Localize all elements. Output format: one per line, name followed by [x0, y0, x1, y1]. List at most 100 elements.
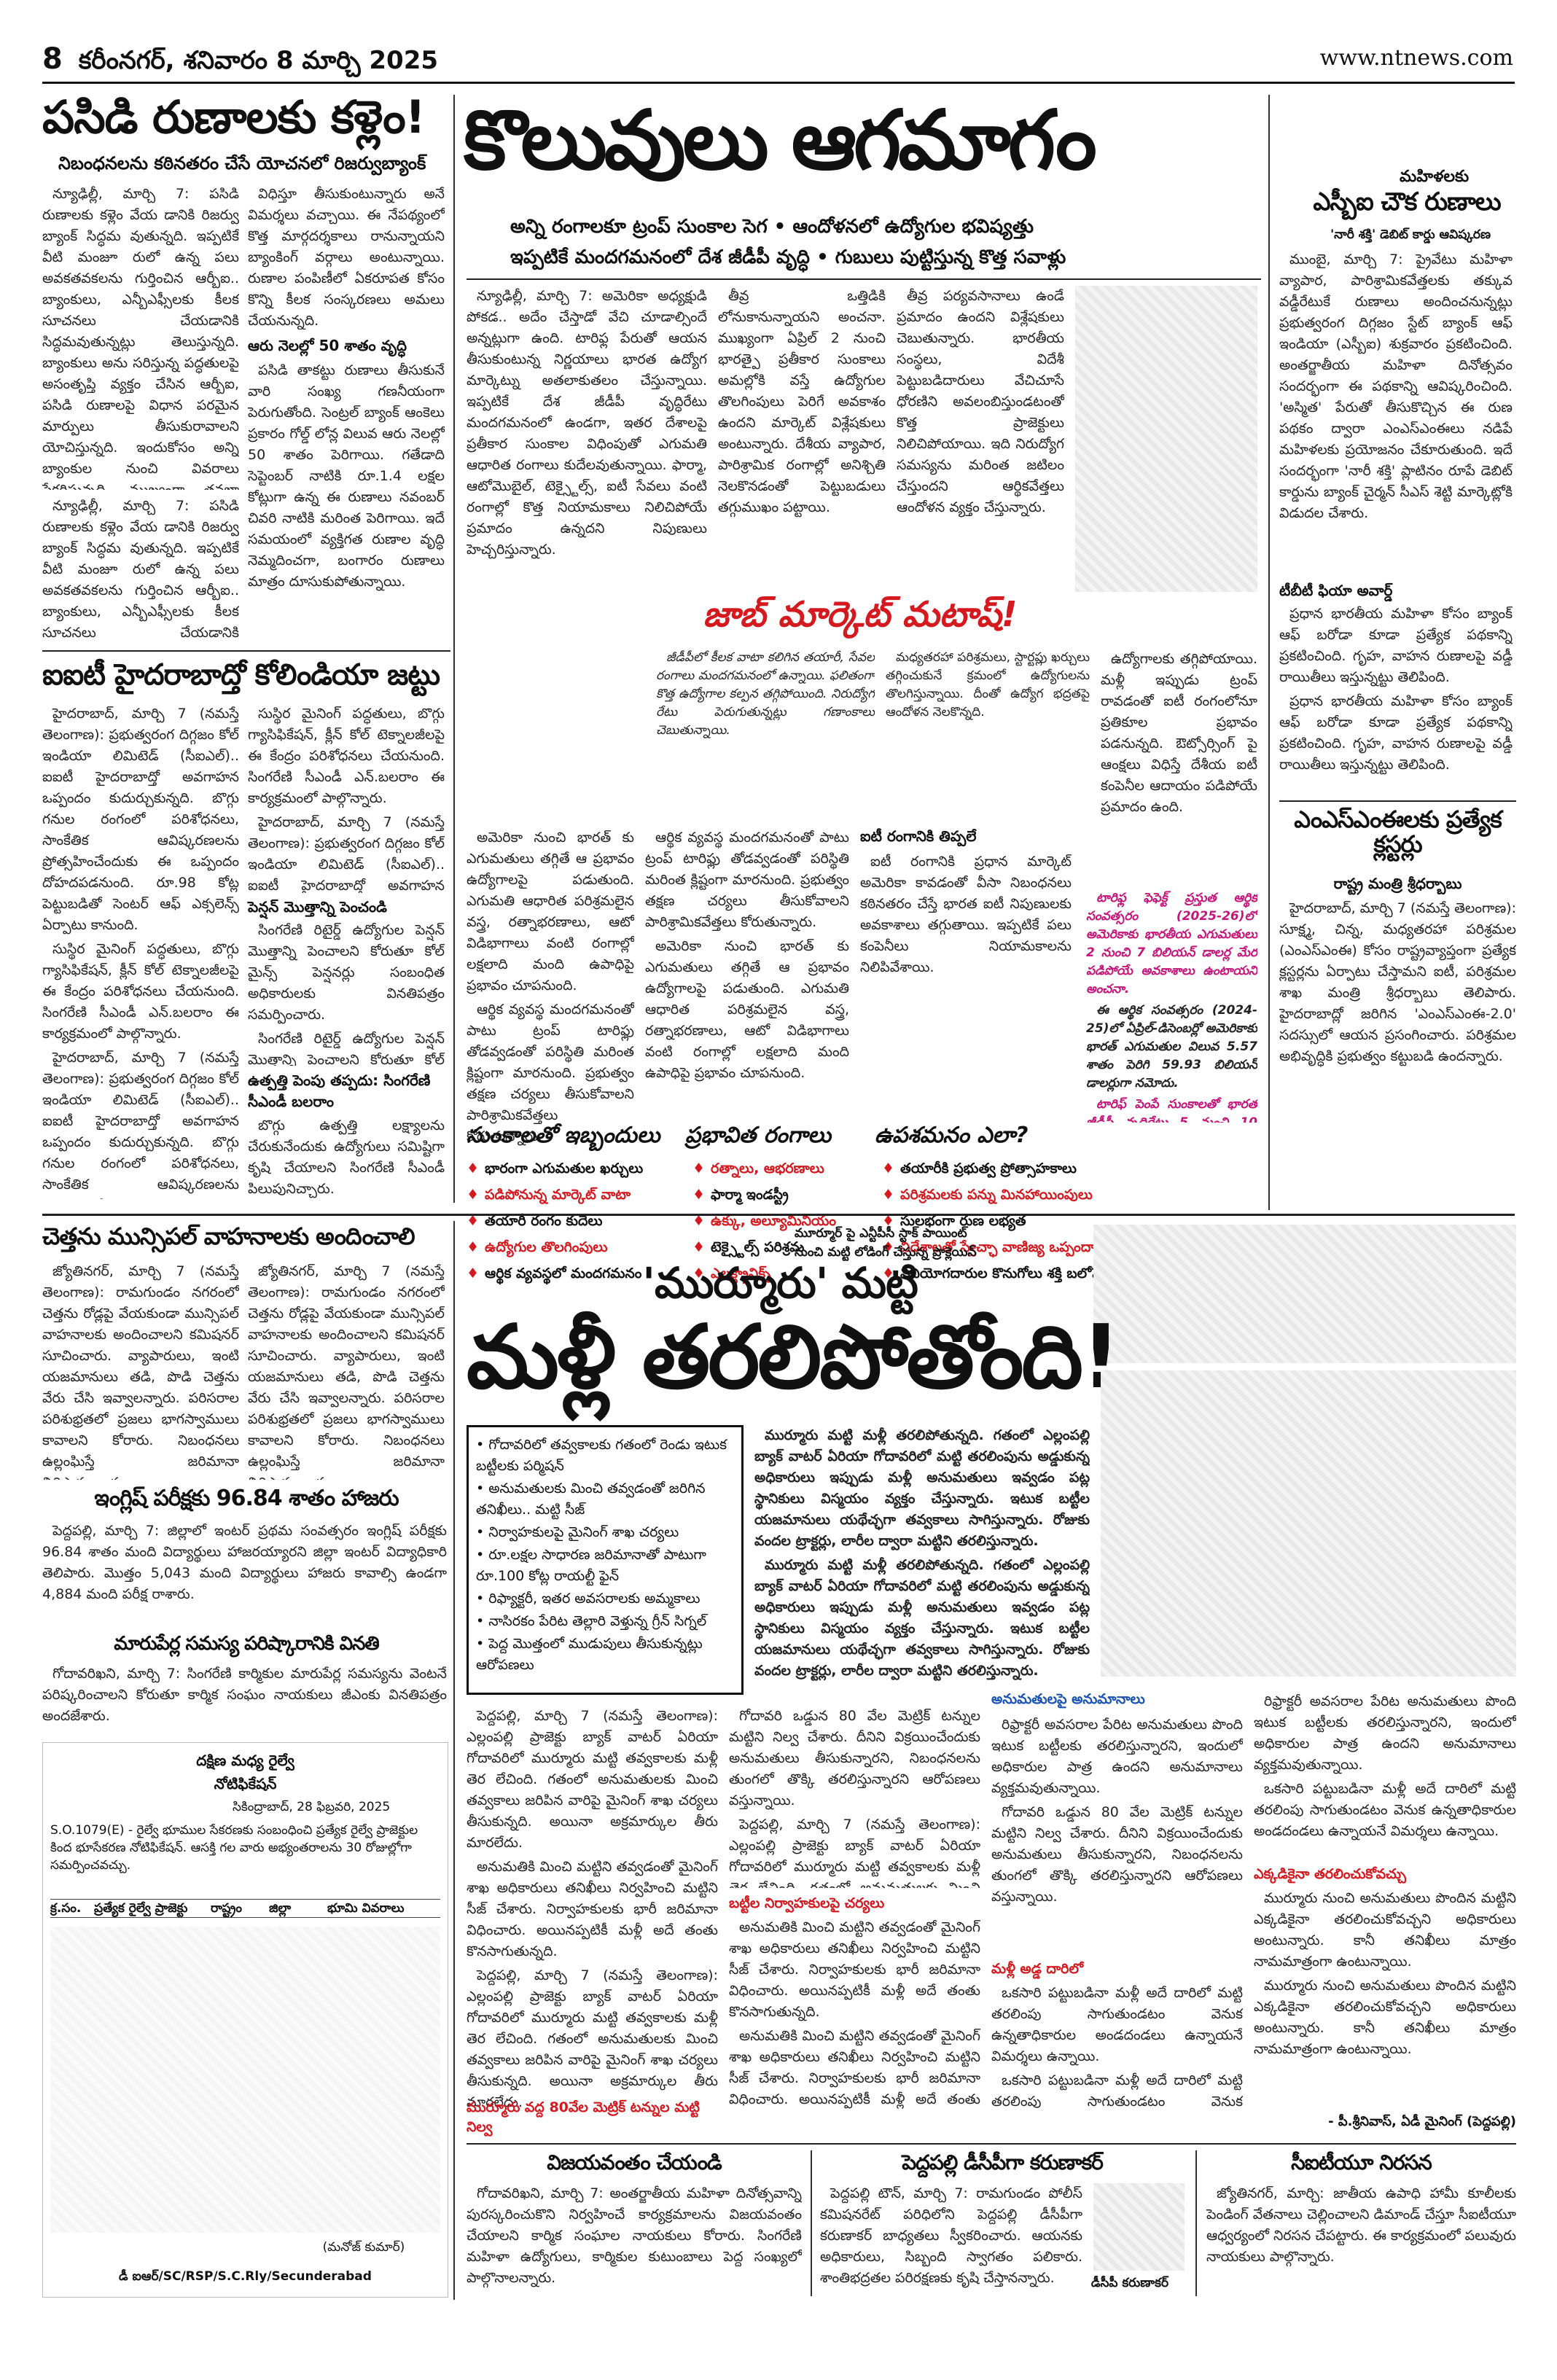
brief-2-headline: పెద్దపల్లి డీసీపీగా కరుణాకర్ [902, 2150, 1104, 2174]
section-rule-main [42, 1214, 1515, 1216]
table-head-sectors: ప్రభావిత రంగాలు [685, 1123, 831, 1148]
murram-bullet-box: • గోదావరిలో తవ్వకాలకు గతంలో రెండు ఇటుక బ… [467, 1425, 744, 1695]
lead-deck-2: ఇప్పటికే మందగమనంలో దేశ జీడీపీ వృద్ధి • గ… [510, 246, 1066, 268]
iit-body-col1: హైదరాబాద్, మార్చి 7 (నమస్తే తెలంగాణ): ప్… [42, 706, 239, 1199]
murram-subhead-d: మళ్లీ అడ్డ దారిలో [991, 1961, 1083, 1977]
table-cell: ♦తయారీ రంగం కుదేలు [467, 1213, 603, 1229]
column-divider [1195, 2150, 1197, 2296]
job-box-col2: మధ్యతరహా పరిశ్రమలు, స్టార్టప్లు ఖర్చులు … [886, 650, 1090, 719]
notice-signature: (మనోజ్ కుమార్) [322, 2240, 405, 2255]
murram-body-col2b: అనుమతికి మించి మట్టిని తవ్వడంతో మైనింగ్ … [729, 1919, 980, 2114]
lead-body-col1: న్యూఢిల్లీ, మార్చి 7: అమెరికా అధ్యక్షుడి… [467, 288, 707, 558]
column-divider [811, 2150, 812, 2296]
brief-2-body: పెద్దపల్లి టౌన్, మార్చి 7: రామగుండం పోలీ… [820, 2185, 1082, 2286]
page-folio: 8 కరీంనగర్, శనివారం 8 మార్చి 2025 [42, 42, 438, 81]
table-head-relief: ఉపశమనం ఎలా? [875, 1123, 1029, 1148]
table-cell: ♦ఉద్యోగుల తొలగింపులు [467, 1239, 608, 1255]
murram-photo-caption-1: మూర్మూర్ పై ఎన్టీపీసీ స్టాక్ పాయింట్ [795, 1226, 967, 1241]
lead-body-col4: ఉద్యోగాలకు తగ్గిపోయాయి. మళ్లీ ఇప్పుడు ట్… [1101, 651, 1257, 815]
murram-body-col4b: ముర్మూరు నుంచి అనుమతులు పొందిన మట్టిని ఎ… [1254, 1890, 1516, 2057]
lead-body-col6: ఆర్థిక వ్యవస్థ మందగమనంతో పాటు ట్రంప్ టార… [645, 830, 849, 1081]
table-cell: ♦భారంగా ఎగుమతుల ఖర్చులు [467, 1160, 644, 1177]
table-cell: ♦తయారీకి ప్రభుత్వ ప్రోత్సాహకాలు [882, 1160, 1077, 1177]
murram-bullet: • నిర్వాహకులపై మైనింగ్ శాఖ చర్యలు [476, 1524, 679, 1540]
lead-body-col3: తీవ్ర పర్యవసానాలు ఉండే ప్రమాదం ఉందని విశ… [897, 288, 1064, 515]
table-head-problems: సుంకాలతో ఇబ్బందులు [467, 1123, 660, 1148]
murram-intro: ముర్మూరు మట్టి మళ్లీ తరలిపోతున్నది. గతంల… [754, 1427, 1090, 1679]
brief-3-body: జ్యోతినగర్, మార్చి: జాతీయ ఉపాధి హామీ కూల… [1206, 2185, 1516, 2265]
table-cell: ♦ఆర్థిక వ్యవస్థలో మందగమనం [467, 1265, 642, 1281]
murram-body-col3: రిఫ్రాక్టరీ అవసరాల పేరిట అనుమతులు పొంది … [991, 1717, 1243, 1905]
gold-subhead-2: ఆరు నెలల్లో 50 శాతం వృద్ధి [248, 337, 407, 354]
brief-1-headline: విజయవంతం చేయండి [547, 2150, 722, 2174]
dcp-photo-caption: డీసీపీ కరుణాకర్ [1090, 2276, 1169, 2290]
gold-body-col1: న్యూఢిల్లీ, మార్చి 7: పసిడి రుణాలకు కళ్ల… [42, 186, 239, 490]
dcp-photo [1093, 2183, 1185, 2271]
iit-headline: ఐఐటీ హైదరాబాద్తో కోలిండియా జట్టు [42, 658, 440, 692]
women-kicker: మహిళలకు [1400, 168, 1470, 186]
table-cell: ♦సులభంగా రుణ లభ్యత [882, 1213, 1026, 1229]
table-cell: ♦వినియోగదారుల కొనుగోలు శక్తి బలోపేతం [882, 1265, 1120, 1281]
section-rule [467, 2143, 1516, 2145]
murram-photo-2 [1101, 1370, 1516, 1677]
job-box-col1: జీడీపీలో కీలక వాటా కలిగిన తయారీ, సేవల రం… [656, 650, 875, 738]
notice-footer: డీ ఐఆర్/SC/RSP/S.C.Rly/Secunderabad [119, 2269, 372, 2284]
iit-subhead: పెన్షన్ మొత్తాన్ని పెంచండి [248, 898, 387, 916]
table-cell: ♦ఎలక్ట్రానిక్స్ [692, 1265, 771, 1281]
murram-body-col3b: ఒకసారి పట్టుబడినా మళ్లీ అదే దారిలో మట్టి… [991, 1985, 1243, 2110]
msme-headline: ఎంఎస్ఎంఈలకు ప్రత్యేక క్లస్టర్లు [1294, 805, 1502, 858]
column-divider [453, 1221, 455, 2300]
brief-3-headline: సీఐటీయూ నిరసన [1291, 2150, 1432, 2174]
municipal-body-col2: జ్యోతినగర్, మార్చి 7 (నమస్తే తెలంగాణ): ర… [248, 1263, 445, 1480]
table-cell: ♦రత్నాలు, ఆభరణాలు [692, 1160, 824, 1177]
gold-headline: పసిడి రుణాలకు కళ్లెం! [42, 90, 426, 144]
table-cell: ♦ఫార్మా ఇండస్ట్రీ [692, 1187, 789, 1203]
dateline: కరీంనగర్, శనివారం 8 మార్చి 2025 [78, 46, 439, 75]
murram-subhead-c: అనుమతులపై అనుమానాలు [991, 1691, 1145, 1707]
column-divider [453, 95, 455, 1203]
murram-bullet: • నాసిరకం పేరిట తెల్లారి వెళ్తున్న గ్రీన… [476, 1613, 707, 1629]
nickname-headline: మారుపేర్ల సమస్య పరిష్కారానికి వినతి [114, 1633, 380, 1655]
lead-deck-1: అన్ని రంగాలకూ ట్రంప్ సుంకాల సెగ • ఆందోళన… [510, 216, 1034, 238]
women-body-2: ప్రధాన భారతీయ మహిళా కోసం బ్యాంక్ ఆఫ్ బరో… [1279, 606, 1513, 773]
murram-body-col1: పెద్దపల్లి, మార్చి 7 (నమస్తే తెలంగాణ): ఎ… [467, 1708, 718, 2110]
murram-headline-1: 'ముర్మూరు' మట్టి [642, 1258, 918, 1308]
women-body: ముంబై, మార్చి 7: ప్రైవేటు మహిళా వ్యాపార,… [1279, 251, 1513, 521]
site-url[interactable]: www.ntnews.com [1319, 45, 1513, 71]
brief-1-body: గోదావరిఖని, మార్చి 7: అంతర్జాతీయ మహిళా ద… [467, 2185, 802, 2286]
msme-subheadline: రాష్ట్ర మంత్రి శ్రీధర్బాబు [1333, 875, 1462, 892]
table-col-problems: ♦భారంగా ఎగుమతుల ఖర్చులు ♦పడిపోనున్న మార్… [467, 1155, 685, 1287]
lead-bullet-2: ఈ ఆర్థిక సంవత్సరం (2024-25)లో ఏప్రిల్-డి… [1086, 1003, 1257, 1090]
gold-body-col2: విధిస్తూ తీసుకుంటున్నారు అనే విమర్శలు వచ… [248, 186, 445, 329]
msme-body: హైదరాబాద్, మార్చి 7 (నమస్తే తెలంగాణ): సూ… [1279, 900, 1516, 1064]
gold-body-col3: పసిడి తాకట్టు రుణాలు తీసుకునే వారి సంఖ్య… [248, 362, 445, 590]
municipal-body-col1: జ్యోతినగర్, మార్చి 7 (నమస్తే తెలంగాణ): ర… [42, 1263, 239, 1480]
women-subheadline: 'నారీ శక్తి' డెబిట్ కార్డు ఆవిష్కరణ [1330, 227, 1491, 242]
notice-date: సికింద్రాబాద్, 28 ఫిబ్రవరి, 2025 [233, 1800, 391, 1814]
table-col-relief: ♦తయారీకి ప్రభుత్వ ప్రోత్సాహకాలు ♦పరిశ్రమ… [882, 1155, 1261, 1287]
women-subhead-2: టీబీటీ ఫియా అవార్డ్ [1279, 582, 1393, 599]
murram-subhead-a: బట్టీల నిర్వాహకులపై చర్యలు [729, 1895, 885, 1911]
murram-subhead-b: ముర్మూరు వద్ద 80వేల మెట్రిక్ టన్నుల మట్ట… [467, 2099, 700, 2135]
murram-photo [1093, 1225, 1516, 1363]
table-cell: ♦టెక్స్టైల్స్ పరిశ్రమ [692, 1239, 805, 1255]
lead-body-col7: ఐటీ రంగానికి ప్రధాన మార్కెట్ అమెరికా కావ… [860, 854, 1072, 975]
iit-subhead-2: ఉత్పత్తి పెంపు తప్పదు: సింగరేణి సీఎండీ బ… [248, 1072, 431, 1110]
notice-org: దక్షిణ మధ్య రైల్వే [196, 1752, 294, 1769]
section-rule [42, 650, 450, 652]
nickname-body: గోదావరిఖని, మార్చి 7: సింగరేణి కార్మికుల… [42, 1666, 447, 1724]
table-cell: ♦పరిశ్రమలకు పన్ను మినహాయింపులు [882, 1187, 1093, 1203]
table-col-sectors: ♦రత్నాలు, ఆభరణాలు ♦ఫార్మా ఇండస్ట్రీ ♦ఉక్… [692, 1155, 875, 1287]
table-cell: ♦ఉక్కు, అల్యూమినియం [692, 1213, 836, 1229]
murram-body-col4: రిఫ్రాక్టరీ అవసరాల పేరిట అనుమతులు పొంది … [1254, 1693, 1516, 1839]
lead-body-col5: అమెరికా నుంచి భారత్ కు ఎగుమతులు తగ్గితే … [467, 830, 634, 1144]
section-rule [1279, 800, 1516, 802]
notice-table-body [50, 1927, 440, 2233]
lead-body-col2: తీవ్ర ఒత్తిడికి లోనుకానున్నాయని అంచనా. మ… [718, 288, 886, 515]
iit-body-col3: సింగరేణి రిటైర్డ్ ఉద్యోగుల పెన్షన్ మొత్త… [248, 922, 445, 1066]
lead-bullets: టారిఫ్ల ఫెఫెక్ట్ ప్రస్తుత ఆర్థిక సంవత్సర… [1086, 889, 1257, 1123]
notice-body: S.O.1079(E) - రైల్వే భూముల సేకరణకు సంబంధ… [50, 1823, 418, 1873]
lead-bullet-3: టారిఫ్ పెంపే సుంకాలతో భారత జీడీపీ వృద్ధి… [1086, 1097, 1257, 1123]
municipal-headline: చెత్తను మున్సిపల్ వాహనాలకు అందించాలి [42, 1222, 415, 1250]
murram-bullet: • పెద్ద మొత్తంలో ముడుపులు తీసుకున్నట్లు … [476, 1636, 703, 1673]
